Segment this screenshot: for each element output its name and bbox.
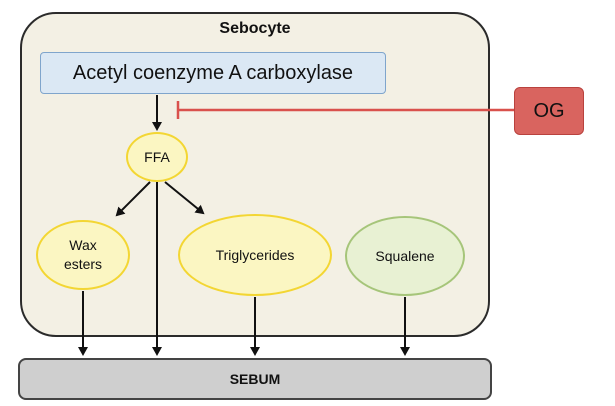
squalene-label: Squalene [375, 247, 435, 264]
sebum-label: SEBUM [229, 371, 281, 387]
og-inhibitor-box: OG [514, 87, 584, 135]
wax-esters-node: Wax esters [36, 220, 130, 290]
arrow-ffa-to-wax [115, 181, 151, 217]
enzyme-box: Acetyl coenzyme A carboxylase [40, 52, 386, 94]
sebum-box: SEBUM [18, 358, 492, 400]
ffa-label: FFA [144, 148, 170, 165]
ffa-node: FFA [126, 132, 188, 182]
wax-label-line2: esters [63, 256, 103, 272]
squalene-node: Squalene [345, 216, 465, 296]
triglycerides-node: Triglycerides [178, 214, 332, 296]
wax-label-line1: Wax [69, 237, 97, 254]
triglycerides-label: Triglycerides [215, 246, 295, 263]
enzyme-label: Acetyl coenzyme A carboxylase [72, 61, 354, 84]
wax-esters-label: Wax esters [64, 236, 102, 274]
sebocyte-label: Sebocyte [219, 20, 291, 37]
og-label: OG [533, 99, 565, 122]
arrow-ffa-to-triglycerides [164, 181, 205, 215]
